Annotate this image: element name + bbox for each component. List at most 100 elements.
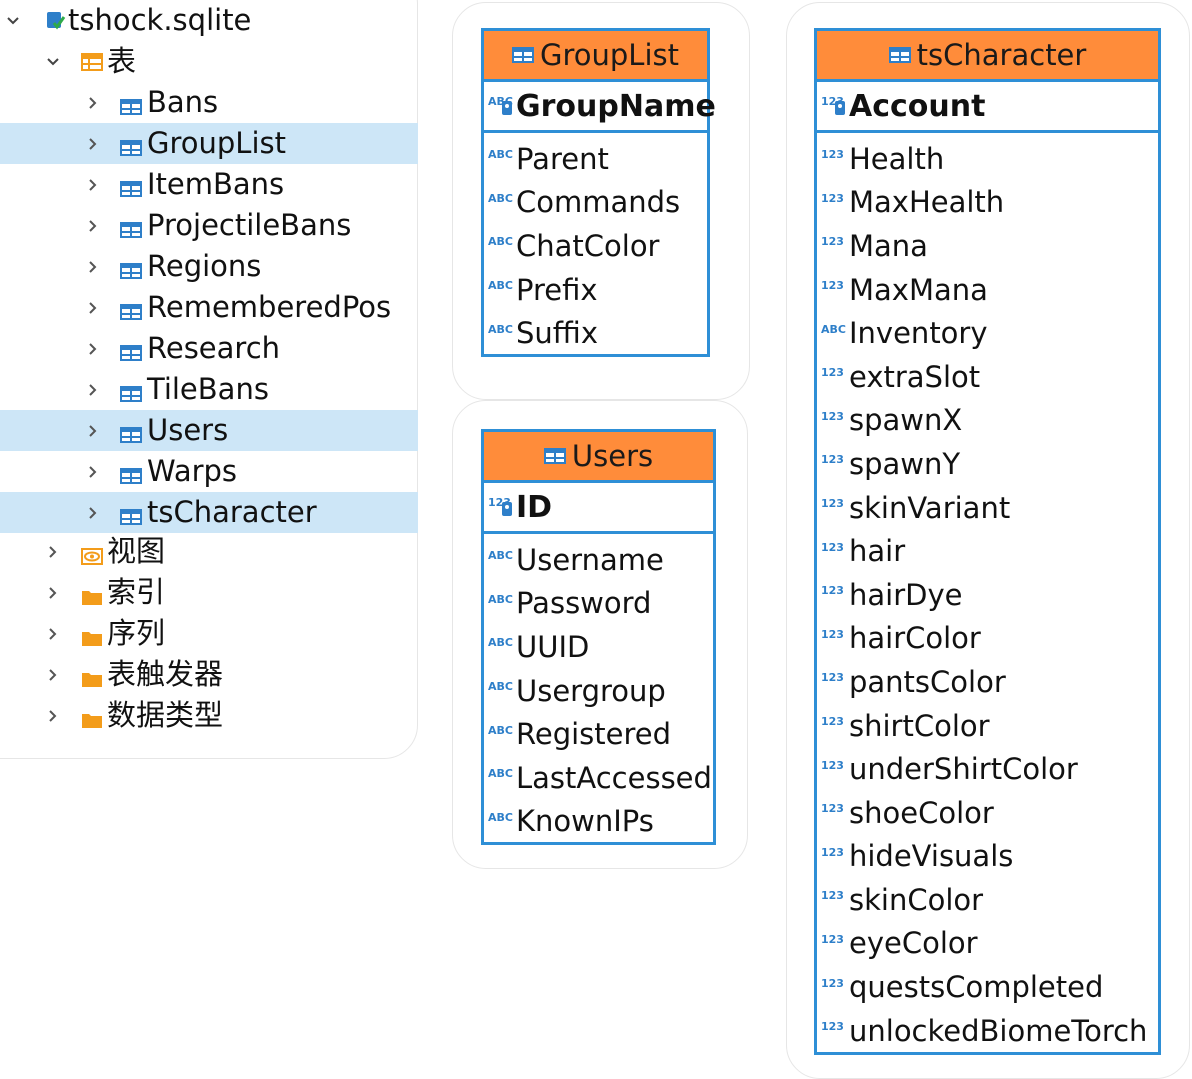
entity-header[interactable]: GroupList [484,31,707,82]
tree-node-table[interactable]: ProjectileBans [0,205,418,246]
column-name: Mana [849,228,928,263]
column-name: MaxHealth [849,185,1005,220]
column-type-icon: 123 [821,671,844,685]
column-type-icon: 123 [821,802,844,816]
chevron-right-icon[interactable] [86,506,100,520]
tree-node-database[interactable]: tshock.sqlite [0,0,418,41]
chevron-down-icon[interactable] [6,14,20,28]
folder-icon [81,581,103,605]
column-type-icon: 123 [821,366,844,380]
chevron-right-icon[interactable] [86,219,100,233]
tree-node-table[interactable]: Warps [0,451,418,492]
tree-node-table[interactable]: ItemBans [0,164,418,205]
tree-node-label: GroupList [147,126,286,160]
folder-icon [81,704,103,728]
entity-header[interactable]: tsCharacter [817,31,1158,82]
entity-header[interactable]: Users [484,432,713,483]
column-name: questsCompleted [849,970,1104,1005]
tree-node-table[interactable]: tsCharacter [0,492,418,533]
table-icon [120,173,142,197]
primary-key-column[interactable]: 123 ID [484,483,713,534]
tree-node-folder[interactable]: 表触发器 [0,654,418,695]
column-type-icon: 123 [821,976,844,990]
tree-node-folder[interactable]: 视图 [0,531,418,572]
tree-node-table[interactable]: Bans [0,82,418,123]
chevron-right-icon[interactable] [86,424,100,438]
chevron-right-icon[interactable] [86,178,100,192]
column-type-icon: ABC [488,810,513,824]
primary-key-icon: ABC [488,91,516,121]
chevron-right-icon[interactable] [86,383,100,397]
chevron-down-icon[interactable] [46,55,60,69]
column-type-icon: ABC [488,279,513,293]
tree-node-table[interactable]: Regions [0,246,418,287]
column-type-icon: 123 [821,715,844,729]
chevron-right-icon[interactable] [46,586,60,600]
chevron-right-icon[interactable] [86,137,100,151]
primary-key-column[interactable]: 123 Account [817,82,1158,133]
tree-node-tables-folder[interactable]: 表 [0,41,418,82]
column-name: Commands [516,185,681,220]
tree-node-folder[interactable]: 索引 [0,572,418,613]
chevron-right-icon[interactable] [86,465,100,479]
chevron-right-icon[interactable] [46,627,60,641]
table-icon [888,47,911,63]
chevron-right-icon[interactable] [46,545,60,559]
tree-node-folder[interactable]: 数据类型 [0,695,418,736]
chevron-right-icon[interactable] [86,301,100,315]
primary-key-icon: 123 [488,492,516,522]
chevron-right-icon[interactable] [86,96,100,110]
tree-node-label: ProjectileBans [147,208,352,242]
chevron-right-icon[interactable] [46,709,60,723]
column-type-icon: 123 [821,409,844,423]
primary-key-column[interactable]: ABC GroupName [484,82,716,133]
column-type-icon: ABC [488,322,513,336]
tree-node-label: 表触发器 [107,657,224,691]
column-row[interactable]: 123 questsCompleted [817,965,1158,1009]
tree-node-table[interactable]: GroupList [0,123,418,164]
tree-node-folder[interactable]: 序列 [0,613,418,654]
chevron-right-icon[interactable] [86,342,100,356]
tree-node-table[interactable]: RememberedPos [0,287,418,328]
tree-node-table[interactable]: Research [0,328,418,369]
chevron-right-icon[interactable] [46,668,60,682]
chevron-right-icon[interactable] [86,260,100,274]
tree-node-table[interactable]: Users [0,410,418,451]
tree-node-table[interactable]: TileBans [0,369,418,410]
